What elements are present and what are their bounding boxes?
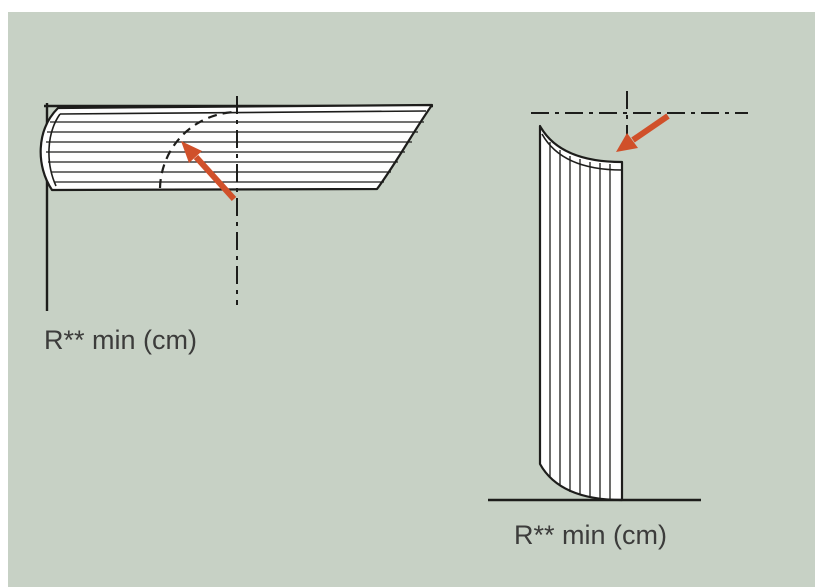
right-figure: R** min (cm) [488, 91, 748, 550]
radius-arrow-right [616, 113, 670, 152]
panel-left-inner-arc [48, 113, 61, 187]
panel-top-inner-edge [59, 110, 427, 115]
left-figure: R** min (cm) [39, 96, 434, 355]
bend-radius-arc [158, 110, 238, 189]
left-radius-label: R** min (cm) [44, 325, 197, 355]
radius-arrow-left [181, 141, 237, 202]
panel-lamination-lines-vertical [549, 142, 611, 499]
right-radius-label: R** min (cm) [514, 520, 667, 550]
